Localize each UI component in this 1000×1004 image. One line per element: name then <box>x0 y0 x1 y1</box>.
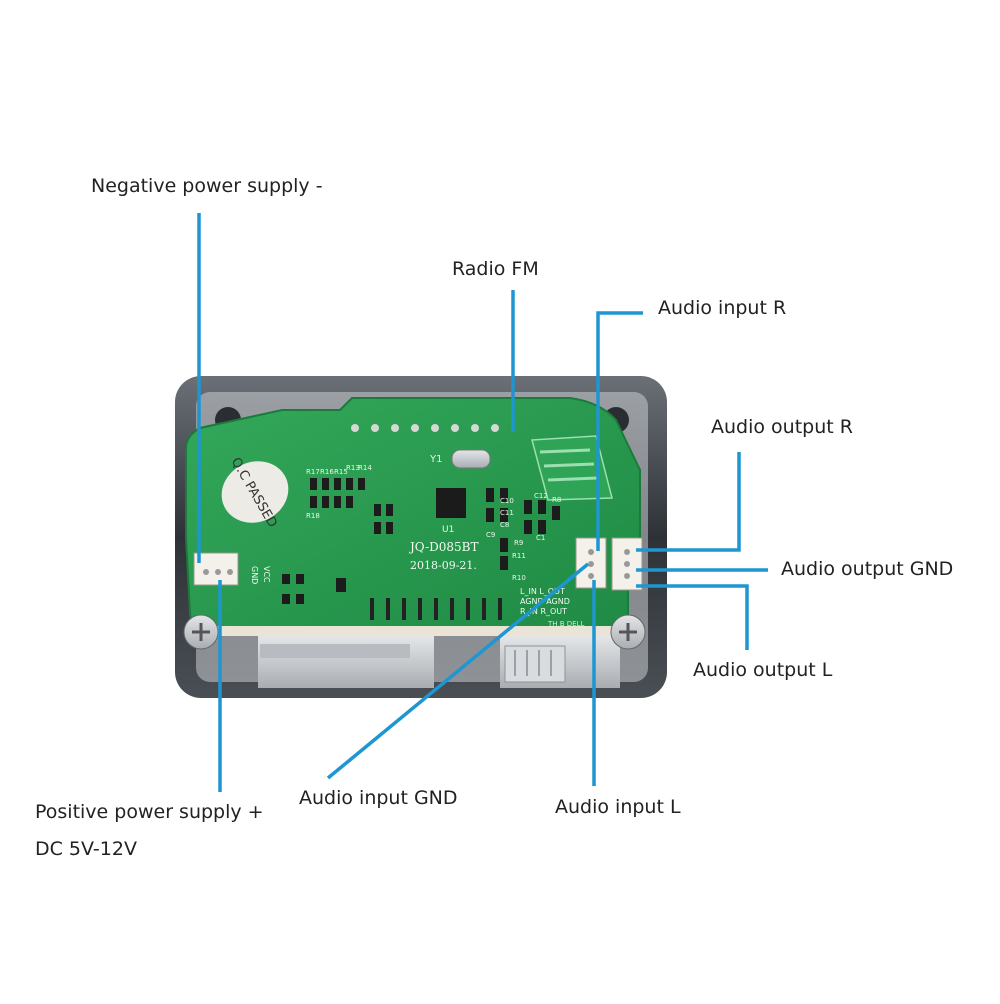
comp-label-r17: R17 <box>306 468 320 476</box>
label-audio-output-l: Audio output L <box>693 659 833 681</box>
comp-label-r18: R18 <box>306 512 320 520</box>
usb-socket-pins <box>514 650 552 676</box>
comp-label-c8: C8 <box>500 521 509 529</box>
antenna-traces <box>539 448 599 482</box>
label-radio-fm: Radio FM <box>452 258 539 280</box>
comp-label-r8: R8 <box>552 496 561 504</box>
board-corner-text: TH B DELL <box>547 620 585 628</box>
component-labels-right: C10 C12 R8 C11 C8 C9 C1 R9 R11 R10 <box>486 492 561 582</box>
label-positive-power-supply: Positive power supply + <box>35 801 264 823</box>
qc-sticker: Q.C PASSED <box>221 455 289 530</box>
bottom-header-pins <box>370 598 502 620</box>
label-audio-output-r: Audio output R <box>711 416 853 438</box>
label-negative-power-supply: Negative power supply - <box>91 175 323 197</box>
crystal-label: Y1 <box>429 454 442 465</box>
leader-audio-in-r <box>596 311 643 551</box>
leader-lines <box>197 213 768 792</box>
comp-label-c10: C10 <box>500 497 514 505</box>
leader-audio-out-r <box>636 452 741 552</box>
label-audio-input-l: Audio input L <box>555 796 681 818</box>
smd-components-power <box>282 574 346 604</box>
pin-label-gnd: GND <box>250 566 259 584</box>
comp-label-r14: R14 <box>358 464 372 472</box>
comp-label-c11: C11 <box>500 509 514 517</box>
label-audio-input-gnd: Audio input GND <box>299 787 458 809</box>
board-date: 2018-09-21. <box>410 559 477 572</box>
comp-label-c12: C12 <box>534 492 548 500</box>
board-model: JQ-D085BT <box>408 540 479 554</box>
pcb-edge-strip <box>210 626 630 636</box>
sd-slot <box>260 644 410 658</box>
qc-sticker-shape <box>221 461 289 523</box>
comp-label-r13: R13 <box>346 464 360 472</box>
pin-label-vcc: VCC <box>262 566 271 583</box>
label-audio-input-r: Audio input R <box>658 297 787 319</box>
pin-legend-row3: R_IN R_OUT <box>520 607 567 616</box>
pcb-board: Q.C PASSED Y1 U1 R17 R16 R15 <box>185 397 643 636</box>
power-connector <box>193 552 239 586</box>
header-pads-top <box>351 424 499 432</box>
leader-audio-in-gnd <box>326 562 590 780</box>
comp-label-r15: R15 <box>334 468 348 476</box>
comp-label-r9: R9 <box>514 539 523 547</box>
smd-components-right <box>486 488 560 570</box>
pin-legend-row1: L_IN L_OUT <box>520 587 565 596</box>
leader-audio-out-l <box>636 584 749 650</box>
label-audio-output-gnd: Audio output GND <box>781 558 954 580</box>
crystal-oscillator <box>451 449 491 469</box>
comp-label-r16: R16 <box>320 468 334 476</box>
bluetooth-chip <box>436 488 466 518</box>
front-panel-left <box>258 636 434 688</box>
comp-label-r10: R10 <box>512 574 526 582</box>
smd-components-left <box>310 478 393 534</box>
chip-label: U1 <box>442 525 454 535</box>
comp-label-c1: C1 <box>536 534 545 542</box>
label-dc-range: DC 5V-12V <box>35 838 137 860</box>
screws <box>183 614 646 650</box>
component-labels-left: R17 R16 R15 R13 R14 R18 <box>306 464 372 520</box>
comp-label-c9: C9 <box>486 531 495 539</box>
comp-label-r11: R11 <box>512 552 526 560</box>
